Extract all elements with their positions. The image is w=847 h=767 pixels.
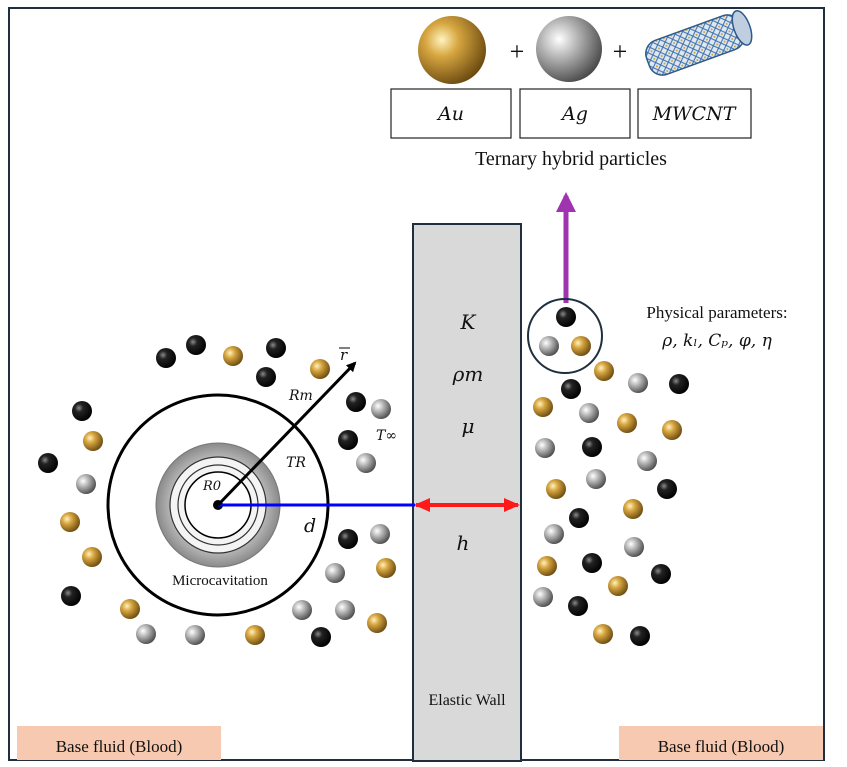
mwcnt-box (637, 88, 752, 139)
gold-nanoparticle (310, 359, 330, 379)
au-label: Au (436, 103, 464, 125)
gold-nanoparticle (623, 499, 643, 519)
gold-nanoparticle (367, 613, 387, 633)
black-nanoparticle (338, 529, 358, 549)
black-nanoparticle (651, 564, 671, 584)
particle-cluster-ring (527, 298, 603, 374)
black-nanoparticle (38, 453, 58, 473)
inner-radius-label: R0 (202, 479, 221, 494)
black-nanoparticle (669, 374, 689, 394)
silver-nanoparticle (535, 438, 555, 458)
elastic-wall-label: Elastic Wall (428, 692, 506, 709)
elastic-wall (412, 223, 522, 762)
gold-nanoparticle (617, 413, 637, 433)
r-vector-label: r (340, 346, 348, 364)
wall-symbol-rho: ρm (452, 362, 484, 386)
gold-nanoparticle (533, 397, 553, 417)
au-box (390, 88, 512, 139)
silver-nanoparticle (533, 587, 553, 607)
gold-nanoparticle (245, 625, 265, 645)
black-nanoparticle (569, 508, 589, 528)
gold-nanoparticle (594, 361, 614, 381)
black-nanoparticle (156, 348, 176, 368)
gold-nanoparticle (537, 556, 557, 576)
silver-nanoparticle (76, 474, 96, 494)
physical-parameters-list: ρ, kₗ, Cₚ, φ, η (661, 331, 772, 351)
silver-nanoparticle (628, 373, 648, 393)
black-nanoparticle (630, 626, 650, 646)
base-fluid-left-bg (17, 726, 221, 760)
gold-nanoparticle (546, 479, 566, 499)
silver-nanoparticle (292, 600, 312, 620)
silver-nanoparticle (325, 563, 345, 583)
gold-nanoparticle (60, 512, 80, 532)
silver-nanoparticle (335, 600, 355, 620)
ag-label: Ag (560, 103, 588, 125)
silver-nanoparticle (637, 451, 657, 471)
surface-temp-label: TR (286, 455, 306, 471)
nanotube-image (645, 10, 753, 76)
base-fluid-right-label: Base fluid (Blood) (658, 737, 785, 756)
silver-nanoparticle (356, 453, 376, 473)
silver-nanoparticle (370, 524, 390, 544)
wall-symbol-k: K (460, 310, 477, 334)
silver-nanoparticle (539, 336, 559, 356)
silver-nanoparticle (579, 403, 599, 423)
silver-nanoparticle (136, 624, 156, 644)
base-fluid-right-bg (619, 726, 823, 760)
particles-layer (38, 307, 689, 647)
gold-nanoparticle (120, 599, 140, 619)
silver-nanoparticle (185, 625, 205, 645)
silver-nanoparticle (544, 524, 564, 544)
black-nanoparticle (561, 379, 581, 399)
physical-parameters-title: Physical parameters: (646, 303, 787, 322)
microcavitation-label: Microcavitation (172, 573, 268, 589)
black-nanoparticle (61, 586, 81, 606)
black-nanoparticle (582, 553, 602, 573)
gold-nanoparticle (571, 336, 591, 356)
particles-caption: Ternary hybrid particles (475, 148, 667, 170)
ambient-temp-label: T∞ (376, 428, 397, 444)
gold-nanoparticle (223, 346, 243, 366)
gold-nanoparticle (83, 431, 103, 451)
distance-label: d (304, 515, 316, 537)
gold-nanoparticle (82, 547, 102, 567)
silver-particle-image (536, 16, 602, 82)
black-nanoparticle (266, 338, 286, 358)
mwcnt-label: MWCNT (652, 103, 737, 125)
silver-nanoparticle (624, 537, 644, 557)
base-fluid-left-label: Base fluid (Blood) (56, 737, 183, 756)
gold-nanoparticle (608, 576, 628, 596)
black-nanoparticle (256, 367, 276, 387)
ag-box (519, 88, 631, 139)
gold-particle-image (418, 16, 486, 84)
r-vector-arrow (216, 361, 357, 507)
gap-label: h (457, 531, 470, 555)
black-nanoparticle (582, 437, 602, 457)
black-nanoparticle (657, 479, 677, 499)
black-nanoparticle (556, 307, 576, 327)
black-nanoparticle (346, 392, 366, 412)
gold-nanoparticle (376, 558, 396, 578)
black-nanoparticle (568, 596, 588, 616)
plus-sign: + (510, 37, 525, 66)
black-nanoparticle (338, 430, 358, 450)
silver-nanoparticle (586, 469, 606, 489)
outer-radius-label: Rm (288, 388, 313, 404)
silver-nanoparticle (371, 399, 391, 419)
plus-sign: + (613, 37, 628, 66)
black-nanoparticle (186, 335, 206, 355)
gold-nanoparticle (593, 624, 613, 644)
black-nanoparticle (72, 401, 92, 421)
wall-symbol-mu: μ (462, 414, 475, 438)
black-nanoparticle (311, 627, 331, 647)
gold-nanoparticle (662, 420, 682, 440)
